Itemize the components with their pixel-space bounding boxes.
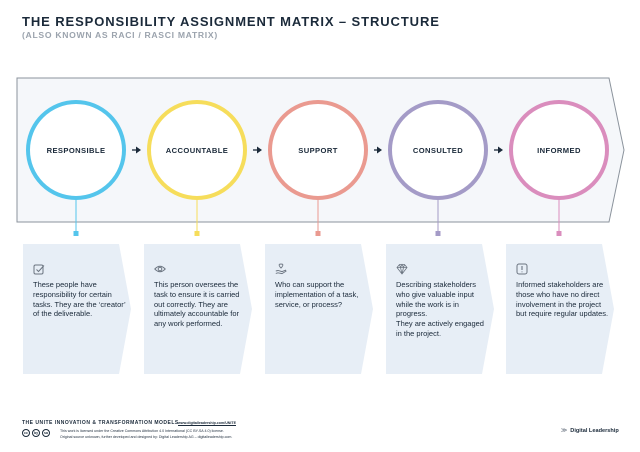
description-text-consulted: Describing stakeholders who give valuabl… bbox=[396, 280, 484, 338]
description-card-accountable: This person oversees the task to ensure … bbox=[144, 244, 252, 374]
page-subtitle: (ALSO KNOWN AS RACI / RASCI MATRIX) bbox=[22, 30, 218, 40]
footer-brand: THE UNITE INNOVATION & TRANSFORMATION MO… bbox=[22, 420, 179, 426]
diamond-icon bbox=[396, 262, 408, 275]
stage-circle-support bbox=[268, 100, 368, 200]
description-card-consulted: Describing stakeholders who give valuabl… bbox=[386, 244, 494, 374]
footer-source: Original source unknown, further develop… bbox=[60, 435, 233, 439]
connector-dot-support bbox=[315, 231, 321, 236]
description-text-support: Who can support the implementation of a … bbox=[275, 280, 359, 309]
connector-dot-responsible bbox=[73, 231, 79, 236]
stage-circle-accountable bbox=[147, 100, 247, 200]
stage-circle-responsible bbox=[26, 100, 126, 200]
connector-dot-consulted bbox=[435, 231, 441, 236]
connector-dot-informed bbox=[556, 231, 562, 236]
footer-url-link[interactable]: www.digitalleadership.com/UNITE bbox=[178, 421, 236, 425]
eye-icon bbox=[154, 262, 166, 274]
company-logo: ≫ Digital Leadership bbox=[561, 427, 619, 435]
stage-label-responsible: RESPONSIBLE bbox=[47, 146, 106, 155]
flow-arrow-head bbox=[257, 146, 262, 154]
description-card-informed: Informed stakeholders are those who have… bbox=[506, 244, 614, 374]
stage-label-accountable: ACCOUNTABLE bbox=[166, 146, 228, 155]
license-icons: cc by sa bbox=[22, 429, 50, 437]
by-icon: by bbox=[32, 429, 40, 437]
hand-heart-icon bbox=[275, 262, 287, 275]
connector-dot-accountable bbox=[194, 231, 200, 236]
stage-circle-consulted bbox=[388, 100, 488, 200]
footer-license: This work is licensed under the Creative… bbox=[60, 429, 224, 433]
flow-arrow-head bbox=[498, 146, 503, 154]
stage-circle-informed bbox=[509, 100, 609, 200]
company-name: Digital Leadership bbox=[570, 427, 619, 434]
description-text-informed: Informed stakeholders are those who have… bbox=[516, 280, 609, 319]
page-title: THE RESPONSIBILITY ASSIGNMENT MATRIX – S… bbox=[22, 14, 440, 29]
stage-label-support: SUPPORT bbox=[298, 146, 338, 155]
description-text-accountable: This person oversees the task to ensure … bbox=[154, 280, 240, 329]
description-card-support: Who can support the implementation of a … bbox=[265, 244, 373, 374]
sa-icon: sa bbox=[42, 429, 50, 437]
flow-arrow-head bbox=[136, 146, 141, 154]
chevron-logo-icon: ≫ bbox=[561, 428, 568, 434]
stage-label-informed: INFORMED bbox=[537, 146, 581, 155]
checkbox-icon bbox=[33, 262, 45, 275]
description-card-responsible: These people have responsibility for cer… bbox=[23, 244, 131, 374]
stage-label-consulted: CONSULTED bbox=[413, 146, 463, 155]
cc-icon: cc bbox=[22, 429, 30, 437]
flow-arrow-head bbox=[377, 146, 382, 154]
description-text-responsible: These people have responsibility for cer… bbox=[33, 280, 126, 319]
info-icon bbox=[516, 262, 528, 275]
